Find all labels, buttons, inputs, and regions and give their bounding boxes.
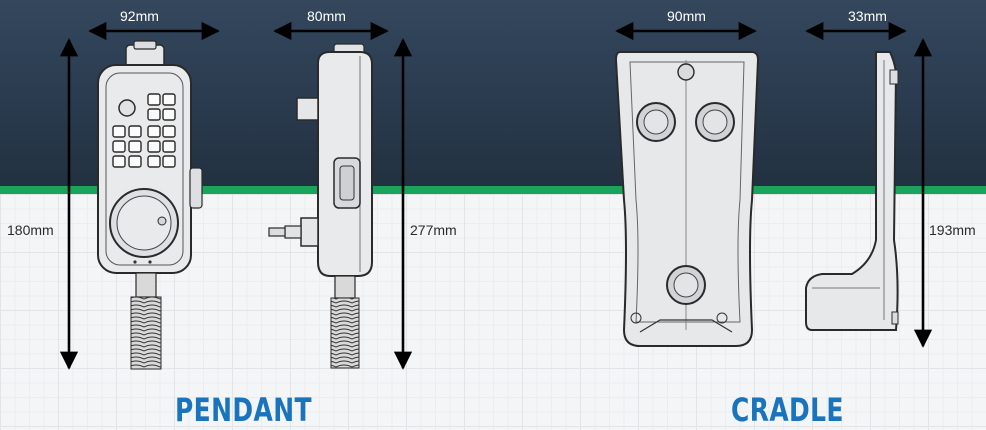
- cradle-side-view: [805, 51, 899, 331]
- pendant-width-label: 92mm: [120, 8, 159, 24]
- cradle-depth-label: 33mm: [848, 8, 887, 24]
- accent-stripe: [0, 186, 986, 194]
- cradle-title: CRADLE: [731, 391, 844, 429]
- cradle-width-label: 90mm: [667, 8, 706, 24]
- cradle-front-view: [614, 51, 760, 347]
- pendant-side-view: [268, 43, 373, 369]
- dimension-arrows: [59, 21, 933, 370]
- pendant-title: PENDANT: [175, 391, 312, 429]
- pendant-depth-label: 80mm: [307, 8, 346, 24]
- pendant-height-label: 180mm: [7, 222, 54, 238]
- cradle-height-label: 193mm: [929, 222, 976, 238]
- pendant-total-height-label: 277mm: [410, 222, 457, 238]
- pendant-front-view: [97, 40, 203, 370]
